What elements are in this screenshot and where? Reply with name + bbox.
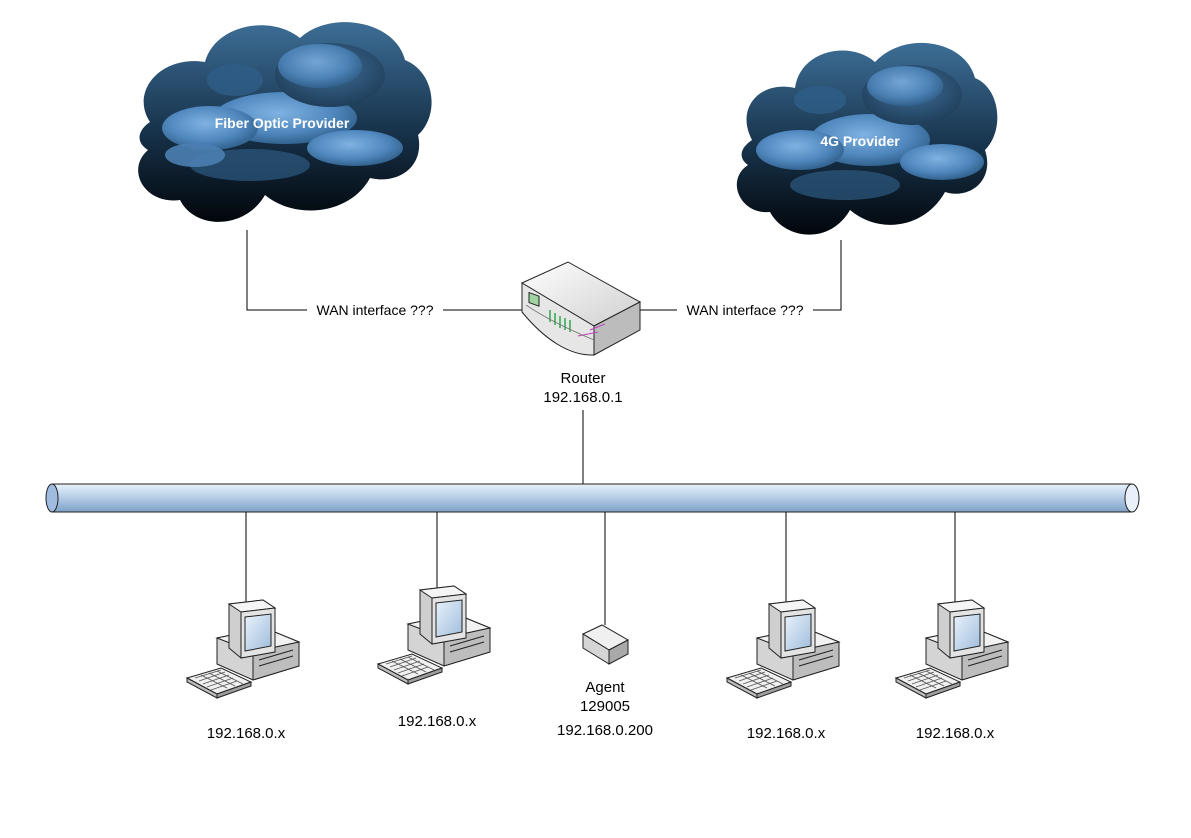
right-wan-link: WAN interface ??? (640, 240, 842, 318)
host-1: 192.168.0.x (186, 599, 300, 742)
agent-ip: 192.168.0.200 (557, 722, 653, 739)
computer-icon (895, 599, 1009, 699)
right-wan-label: WAN interface ??? (687, 302, 804, 318)
fiber-optic-cloud: Fiber Optic Provider (138, 22, 432, 222)
lan-bus (45, 483, 1140, 513)
host-ip: 192.168.0.x (747, 725, 826, 742)
router: Router 192.168.0.1 (520, 261, 642, 484)
wan-wire (813, 240, 842, 311)
host-3: 192.168.0.x (726, 599, 840, 742)
router-name: Router (560, 370, 605, 387)
agent-name: Agent (585, 679, 625, 696)
computer-icon (377, 585, 491, 685)
fiber-provider-label: Fiber Optic Provider (215, 115, 350, 131)
wan-wire (246, 230, 307, 311)
host-ip: 192.168.0.x (916, 725, 995, 742)
agent: Agent 129005 192.168.0.200 (557, 624, 653, 739)
cloud-icon (736, 42, 998, 235)
host-2: 192.168.0.x (377, 585, 491, 730)
agent-device-icon (581, 624, 630, 665)
4g-provider-label: 4G Provider (820, 133, 900, 149)
host-4: 192.168.0.x (895, 599, 1009, 742)
router-icon (520, 261, 642, 356)
cloud-icon (138, 22, 432, 222)
computer-icon (726, 599, 840, 699)
host-ip: 192.168.0.x (398, 713, 477, 730)
left-wan-link: WAN interface ??? (246, 230, 523, 318)
agent-id: 129005 (580, 698, 630, 715)
host-ip: 192.168.0.x (207, 725, 286, 742)
left-wan-label: WAN interface ??? (317, 302, 434, 318)
router-ip: 192.168.0.1 (543, 389, 622, 406)
4g-cloud: 4G Provider (736, 42, 998, 235)
computer-icon (186, 599, 300, 699)
bus-drops (245, 512, 956, 625)
